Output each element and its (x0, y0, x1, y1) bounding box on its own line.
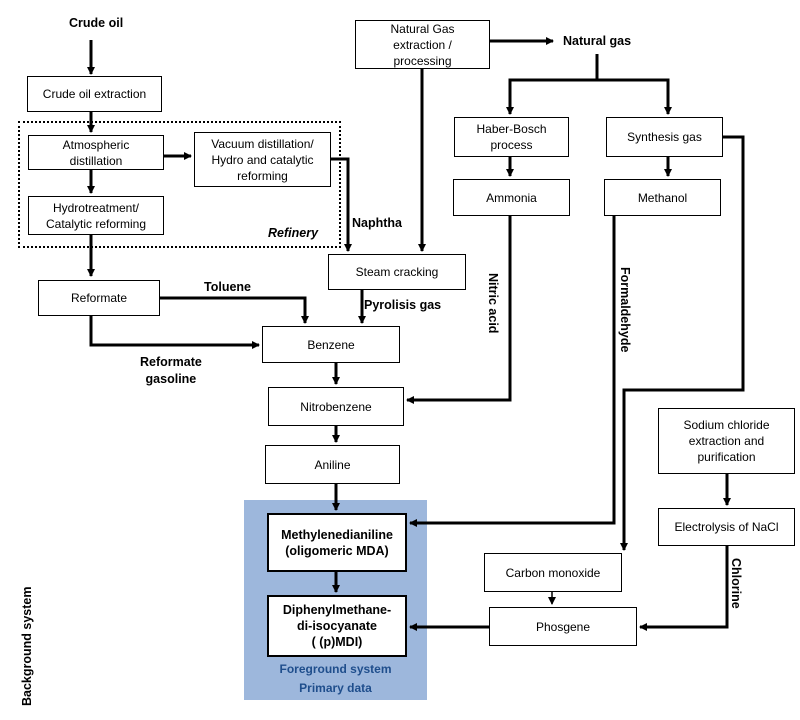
arrow-reformate-gasoline (89, 316, 260, 349)
reformate-box: Reformate (38, 280, 160, 316)
formaldehyde-label: Formaldehyde (618, 267, 632, 353)
ammonia-box: Ammonia (453, 179, 570, 216)
naphtha-label: Naphtha (352, 216, 402, 230)
crude-oil-label: Crude oil (69, 16, 124, 30)
reformate-gasoline-label: Reformate gasoline (140, 355, 202, 386)
pyrolisis-gas-label: Pyrolisis gas (364, 298, 442, 312)
hydrotreatment-box: Hydrotreatment/ Catalytic reforming (28, 196, 164, 235)
arrow-electrolysis-chlorine (639, 546, 729, 631)
refinery-group (18, 121, 341, 248)
natural-gas-extraction-box: Natural Gas extraction / processing (355, 20, 490, 69)
mdi-box: Diphenylmethane- di-isocyanate ( (p)MDI) (267, 595, 407, 657)
steam-cracking-box: Steam cracking (328, 254, 466, 290)
refinery-label: Refinery (268, 226, 319, 240)
arrow-reformate-toluene (160, 296, 309, 324)
crude-oil-extraction-box: Crude oil extraction (27, 76, 162, 112)
phosgene-box: Phosgene (489, 607, 637, 646)
synthesis-gas-box: Synthesis gas (606, 117, 723, 157)
electrolysis-box: Electrolysis of NaCl (658, 508, 795, 546)
primary-data-label: Primary data (299, 681, 372, 695)
foreground-system-label: Foreground system (279, 662, 392, 676)
nitrobenzene-box: Nitrobenzene (268, 387, 404, 426)
arrow-split-to-synthesis (597, 78, 672, 115)
background-system-label: Background system (20, 586, 34, 706)
sodium-chloride-box: Sodium chloride extraction and purificat… (658, 408, 795, 474)
methylenedianiline-box: Methylenedianiline (oligomeric MDA) (267, 513, 407, 572)
toluene-label: Toluene (204, 280, 251, 294)
arrow-methanol-formaldehyde (409, 216, 616, 527)
arrow-ammonia-nitric-acid (406, 216, 512, 404)
carbon-monoxide-box: Carbon monoxide (484, 553, 622, 592)
haber-bosch-box: Haber-Bosch process (454, 117, 569, 157)
atmospheric-distillation-box: Atmospheric distillation (28, 135, 164, 170)
chlorine-label: Chlorine (729, 558, 743, 609)
nitric-acid-label: Nitric acid (486, 273, 500, 334)
arrow-natural-gas-split (508, 54, 599, 114)
vacuum-distillation-box: Vacuum distillation/ Hydro and catalytic… (194, 132, 331, 187)
natural-gas-label: Natural gas (563, 34, 632, 48)
methanol-box: Methanol (604, 179, 721, 216)
arrow-synthesis-to-carbon-monoxide (620, 135, 745, 551)
aniline-box: Aniline (265, 445, 400, 484)
benzene-box: Benzene (262, 326, 400, 363)
arrow-vacuum-to-steam-cracking (331, 157, 352, 252)
